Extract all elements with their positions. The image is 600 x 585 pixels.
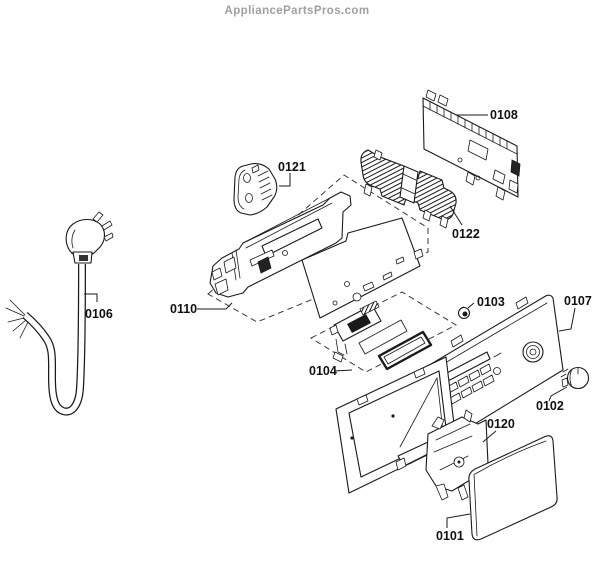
part-label-0121[interactable]: 0121 <box>278 160 306 174</box>
part-0103-button-drawing <box>457 306 471 320</box>
part-label-0103[interactable]: 0103 <box>477 295 505 309</box>
part-0110-control-module-drawing <box>209 191 424 319</box>
part-0106-callout: 0106 <box>84 293 113 321</box>
part-label-0106[interactable]: 0106 <box>85 307 113 321</box>
part-label-0104[interactable]: 0104 <box>309 364 337 378</box>
part-label-0101[interactable]: 0101 <box>436 529 464 543</box>
part-0110-callout: 0110 <box>170 302 233 316</box>
part-label-0122[interactable]: 0122 <box>452 227 480 241</box>
part-0122-callout: 0122 <box>449 205 480 241</box>
panel-support-frame-drawing <box>335 356 457 494</box>
part-0121-cover-drawing <box>233 163 278 216</box>
part-0108-callout: 0108 <box>457 108 518 122</box>
part-0101-drawer-front-drawing <box>468 435 558 541</box>
part-0122-module-drawing <box>360 149 457 229</box>
part-0102-knob-drawing <box>560 366 590 390</box>
dashed-group-outline-0104 <box>309 291 458 373</box>
part-0104-display-drawing <box>329 300 433 371</box>
part-label-0108[interactable]: 0108 <box>490 108 518 122</box>
part-label-0102[interactable]: 0102 <box>536 399 564 413</box>
dashed-group-outline-0110 <box>207 174 429 323</box>
part-label-0110[interactable]: 0110 <box>170 302 197 316</box>
part-label-0107[interactable]: 0107 <box>564 294 592 308</box>
part-0120-callout: 0120 <box>482 417 515 443</box>
part-0103-callout: 0103 <box>467 295 505 309</box>
part-0107-callout: 0107 <box>558 294 592 332</box>
part-0102-callout: 0102 <box>536 386 568 413</box>
part-0121-callout: 0121 <box>278 160 306 187</box>
site-watermark: AppliancePartsPros.com <box>225 5 370 17</box>
part-label-0120[interactable]: 0120 <box>487 417 515 431</box>
part-0104-callout: 0104 <box>309 364 353 378</box>
part-0108-board-drawing <box>422 89 521 201</box>
part-0101-callout: 0101 <box>436 513 471 543</box>
part-0106-power-cord-drawing <box>5 211 114 416</box>
